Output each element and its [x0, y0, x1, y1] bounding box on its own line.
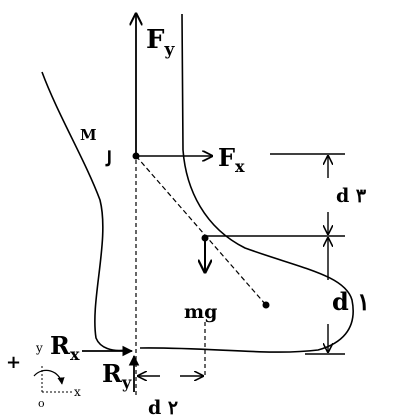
d3-label: d ٣: [336, 185, 367, 207]
ry-label: Ry: [102, 359, 132, 392]
pivot-to-mass-dashed: [135, 155, 267, 306]
d1-label: d ١: [332, 287, 370, 316]
weight-label: mg: [184, 301, 217, 323]
leg-back-outline: [139, 13, 354, 353]
muscle-label: M: [80, 126, 97, 144]
rotation-arc: [33, 369, 65, 385]
fx-label: Fx: [218, 143, 245, 176]
mass-center-point: [262, 301, 270, 309]
axis-plus-label: +: [6, 352, 21, 373]
pivot-mark-label: ﻟ: [105, 147, 112, 171]
fy-label: Fy: [146, 25, 175, 60]
axis-x-label: x: [74, 385, 81, 399]
axis-origin-label: o: [38, 397, 45, 410]
d2-label: d ٢: [148, 397, 178, 419]
axis-y-label: y: [35, 341, 43, 355]
leg-front-outline: [41, 71, 127, 352]
rx-label: Rx: [50, 331, 80, 364]
